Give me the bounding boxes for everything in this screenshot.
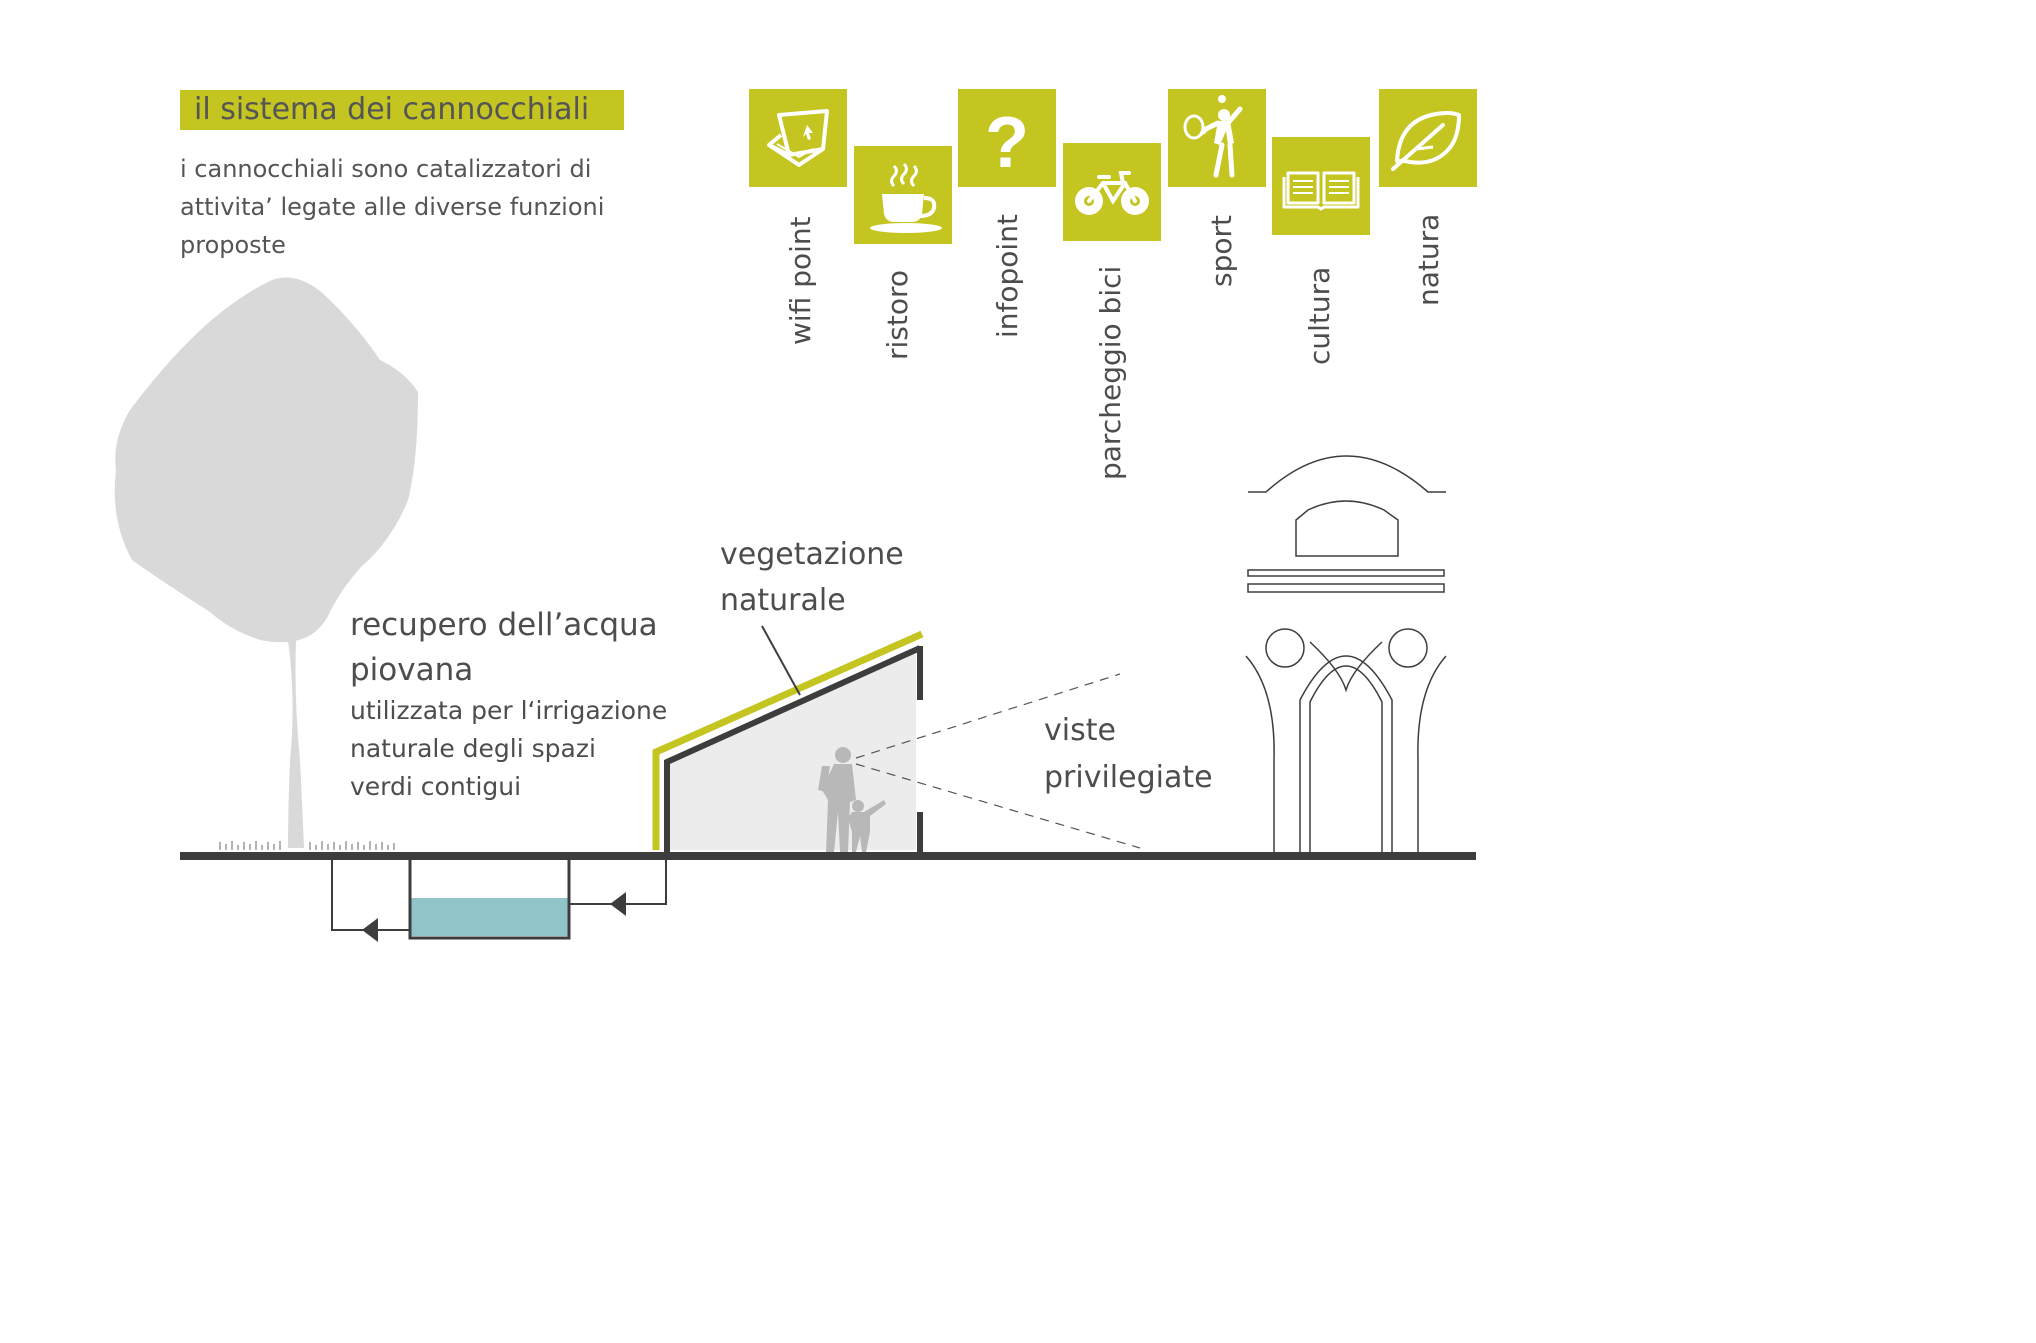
flow-arrows bbox=[362, 892, 626, 942]
water-desc-line-3: verdi contigui bbox=[350, 772, 522, 801]
water-tank bbox=[408, 860, 571, 940]
intro-text: i cannocchiali sono catalizzatori di att… bbox=[180, 150, 660, 264]
water-title-line-1: recupero dell’acqua bbox=[350, 607, 658, 643]
vegetation-label-line-1: vegetazione bbox=[720, 537, 904, 572]
flow-arrow-left-icon bbox=[610, 892, 626, 916]
view-lines bbox=[855, 673, 1141, 849]
vegetation-label-line-2: naturale bbox=[720, 583, 846, 618]
bicycle-icon bbox=[1063, 143, 1161, 241]
question-mark-icon: ? bbox=[958, 89, 1056, 187]
section-drawing bbox=[114, 277, 1476, 942]
coffee-cup-icon bbox=[854, 146, 952, 244]
building-walls bbox=[664, 645, 923, 852]
historic-gate-drawing bbox=[1245, 455, 1447, 852]
diagram-canvas: il sistema dei cannocchiali i cannocchia… bbox=[114, 89, 1477, 942]
water-title-line-2: piovana bbox=[350, 652, 474, 688]
water-pipes bbox=[331, 860, 667, 931]
laptop-icon bbox=[749, 89, 847, 187]
vegetation-leader-line bbox=[761, 625, 801, 696]
open-book-icon bbox=[1272, 137, 1370, 235]
intro-line: attivita’ legate alle diverse funzioni bbox=[180, 193, 605, 221]
flow-arrow-left-icon bbox=[362, 918, 378, 942]
intro-line: proposte bbox=[180, 231, 286, 259]
views-label-line-1: viste bbox=[1044, 713, 1116, 748]
tree-illustration bbox=[114, 277, 418, 848]
page-title: il sistema dei cannocchiali bbox=[180, 90, 624, 130]
green-roof bbox=[652, 630, 924, 850]
people-silhouettes bbox=[818, 747, 886, 852]
views-label-line-2: privilegiate bbox=[1044, 760, 1213, 795]
water-desc-line-2: naturale degli spazi bbox=[350, 734, 596, 763]
tennis-player-icon bbox=[1168, 89, 1266, 187]
svg-text:?: ? bbox=[985, 103, 1029, 183]
grass-texture bbox=[219, 841, 395, 850]
intro-line: i cannocchiali sono catalizzatori di bbox=[180, 155, 592, 183]
leaf-icon bbox=[1379, 89, 1477, 187]
water-desc-line-1: utilizzata per l‘irrigazione bbox=[350, 696, 668, 725]
